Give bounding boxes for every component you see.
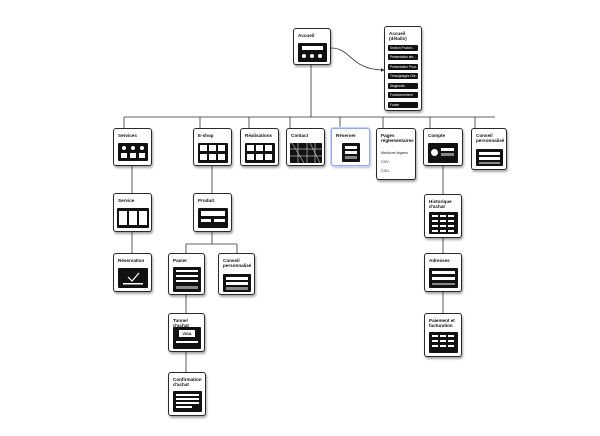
node-title: Tunnel d'achat — [173, 318, 189, 329]
detail-item: Présentation Prod... — [388, 64, 418, 70]
wireframe-thumbnail — [173, 267, 201, 292]
table-thumbnail — [429, 332, 458, 353]
node-title: Confirmation d'achat — [173, 377, 202, 388]
node-reserver[interactable]: Réserver — [331, 128, 370, 166]
node-pages-reglementaires[interactable]: Pages réglementaires Mentions légales CG… — [376, 128, 416, 180]
wireframe-thumbnail — [429, 268, 458, 288]
node-title: Conseil personnalisé — [223, 258, 252, 269]
node-title: Réalisations — [245, 133, 273, 138]
wireframe-thumbnail — [428, 143, 458, 163]
wireframe-thumbnail — [245, 143, 275, 163]
node-accueil[interactable]: Accueil — [293, 28, 331, 65]
detail-item: Témoignages Clie... — [388, 73, 418, 79]
detail-item: Section Produit... — [388, 45, 418, 51]
wireframe-thumbnail — [298, 43, 327, 62]
node-title: Accueil — [298, 33, 315, 38]
wireframe-thumbnail — [173, 391, 202, 412]
node-accueil-details[interactable]: Accueil (détails) Section Produit... Pré… — [384, 26, 422, 111]
page-link[interactable]: Mentions légales — [381, 151, 408, 155]
detail-item: Fonctionnement — [388, 92, 418, 98]
node-confirmation-achat[interactable]: Confirmation d'achat — [168, 372, 206, 416]
table-thumbnail — [429, 212, 458, 234]
node-contact[interactable]: Contact — [286, 128, 325, 166]
node-title: Réservation — [118, 258, 145, 263]
wireframe-thumbnail — [118, 268, 148, 288]
wireframe-thumbnail — [118, 143, 148, 161]
map-thumbnail — [290, 143, 322, 163]
node-reservation[interactable]: Réservation — [113, 253, 152, 292]
visa-label: VISA — [179, 330, 195, 337]
node-tunnel-achat[interactable]: Tunnel d'achat VISA — [168, 313, 205, 352]
node-compte[interactable]: Compte — [423, 128, 463, 166]
node-title: Panier — [173, 258, 188, 263]
wireframe-thumbnail — [223, 274, 251, 292]
node-title: Pages réglementaires — [381, 133, 414, 144]
wireframe-thumbnail — [342, 143, 360, 162]
node-title: Réserver — [336, 133, 356, 138]
node-title: E-shop — [198, 133, 214, 138]
node-title: Conseil personnalisé — [476, 133, 505, 144]
node-eshop[interactable]: E-shop — [193, 128, 232, 166]
node-title: Compte — [428, 133, 446, 138]
payment-thumbnail: VISA — [173, 327, 201, 349]
node-title: Services — [118, 133, 137, 138]
wireframe-thumbnail — [117, 208, 149, 228]
node-conseil-personnalise[interactable]: Conseil personnalisé — [471, 128, 507, 170]
node-paiement-facturation[interactable]: Paiement et facturation — [424, 313, 462, 357]
detail-item: Diagnostic — [388, 83, 418, 89]
node-title: Adresses — [429, 258, 450, 263]
page-link[interactable]: CGU — [381, 169, 389, 173]
node-adresses[interactable]: Adresses — [424, 253, 462, 292]
node-title: Service — [118, 198, 135, 203]
node-title: Produit — [198, 198, 215, 203]
node-title: Historique d'achat — [429, 199, 452, 210]
node-historique-achat[interactable]: Historique d'achat — [424, 194, 462, 238]
node-conseil-personnalise-produit[interactable]: Conseil personnalisé — [218, 253, 255, 295]
node-title: Paiement et facturation — [429, 318, 455, 329]
wireframe-thumbnail — [198, 208, 228, 228]
page-link[interactable]: CGV — [381, 160, 389, 164]
node-title: Contact — [291, 133, 309, 138]
node-services[interactable]: Services — [113, 128, 152, 166]
connector-accueil-details — [330, 47, 385, 72]
node-realisations[interactable]: Réalisations — [240, 128, 279, 166]
node-title: Accueil (détails) — [389, 31, 407, 42]
node-service[interactable]: Service — [113, 193, 152, 232]
connector-produit-split — [185, 232, 238, 253]
detail-item: Footer — [388, 102, 418, 108]
wireframe-thumbnail — [476, 149, 503, 166]
detail-item: Présentation ate... — [388, 54, 418, 60]
wireframe-thumbnail — [198, 143, 228, 163]
node-panier[interactable]: Panier — [168, 253, 205, 295]
node-produit[interactable]: Produit — [193, 193, 232, 232]
